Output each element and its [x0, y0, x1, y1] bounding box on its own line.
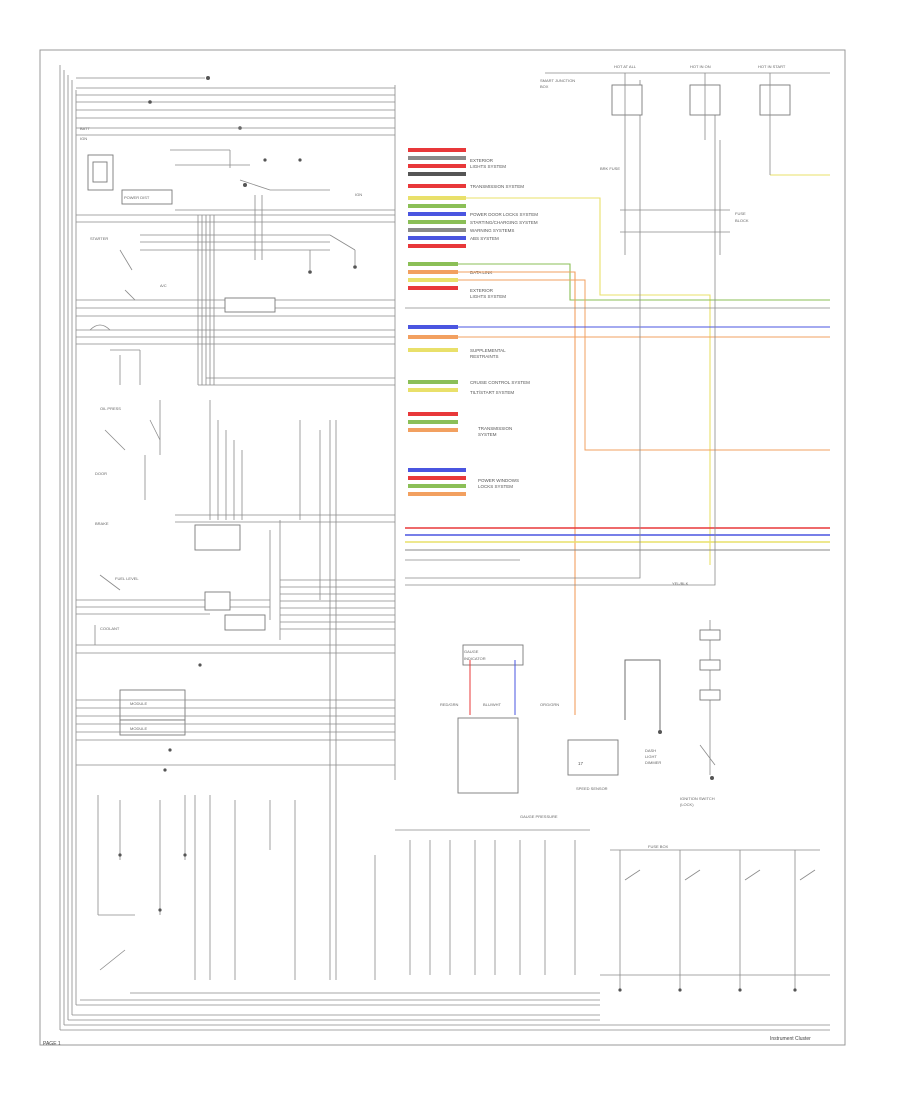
top-left-feeds [76, 76, 395, 136]
svg-text:FUEL LEVEL: FUEL LEVEL [115, 576, 139, 581]
svg-text:FUSE: FUSE [735, 211, 746, 216]
svg-text:POWER WINDOWS: POWER WINDOWS [478, 478, 519, 483]
svg-text:SMART JUNCTION: SMART JUNCTION [540, 78, 575, 83]
svg-text:BOX: BOX [540, 84, 549, 89]
svg-text:A/C: A/C [160, 283, 167, 288]
svg-text:GAUGE PRESSURE: GAUGE PRESSURE [520, 814, 558, 819]
bottom-fuse-box: FUSE BOX [600, 844, 830, 992]
svg-text:RESTRAINTS: RESTRAINTS [470, 354, 499, 359]
svg-text:IGN: IGN [80, 136, 87, 141]
svg-text:TRANSMISSION: TRANSMISSION [478, 426, 512, 431]
svg-text:LOCKS SYSTEM: LOCKS SYSTEM [478, 484, 513, 489]
svg-text:BRAKE: BRAKE [95, 521, 109, 526]
svg-text:TILT/START SYSTEM: TILT/START SYSTEM [470, 390, 514, 395]
svg-text:17: 17 [578, 761, 584, 766]
svg-text:LIGHTS SYSTEM: LIGHTS SYSTEM [470, 164, 506, 169]
svg-text:(LOCK): (LOCK) [680, 802, 694, 807]
svg-text:CRUISE CONTROL SYSTEM: CRUISE CONTROL SYSTEM [470, 380, 530, 385]
svg-text:YEL/BLK: YEL/BLK [672, 581, 689, 586]
lower-module: MODULE MODULE [76, 663, 395, 772]
svg-text:OIL PRESS: OIL PRESS [100, 406, 121, 411]
svg-text:INDICATOR: INDICATOR [464, 656, 486, 661]
svg-text:POWER DIST: POWER DIST [124, 195, 150, 200]
svg-text:RED/GRN: RED/GRN [440, 702, 459, 707]
svg-text:IGN: IGN [355, 192, 362, 197]
svg-text:IGNITION SWITCH: IGNITION SWITCH [680, 796, 715, 801]
svg-text:POWER DOOR LOCKS SYSTEM: POWER DOOR LOCKS SYSTEM [470, 212, 538, 217]
footer-left-label: PAGE 1 [43, 1041, 61, 1047]
svg-text:COOLANT: COOLANT [100, 626, 120, 631]
diagram-frame [39, 49, 846, 1046]
relay-area: IGN [76, 149, 395, 260]
footer-right-label: Instrument Cluster [770, 1036, 811, 1042]
svg-text:BLOCK: BLOCK [735, 218, 749, 223]
svg-text:FUSE BOX: FUSE BOX [648, 844, 669, 849]
svg-text:MODULE: MODULE [130, 701, 147, 706]
ignition-area: IGNITION SWITCH (LOCK) YEL/BLK [672, 581, 721, 807]
svg-text:SUPPLEMENTAL: SUPPLEMENTAL [470, 348, 506, 353]
svg-text:HOT AT ALL: HOT AT ALL [614, 64, 637, 69]
top-right-power: SMART JUNCTION BOX HOT AT ALL HOT IN ON … [540, 64, 830, 255]
bottom-center-grid: GAUGE PRESSURE [395, 814, 590, 975]
svg-text:GAUGE: GAUGE [464, 649, 479, 654]
svg-text:BRK FUSE: BRK FUSE [600, 166, 620, 171]
fuse-module: POWER DIST BATT IGN [80, 126, 173, 205]
dimmer-switch: DASH LIGHT DIMMER [624, 659, 662, 765]
svg-text:BATT: BATT [80, 126, 90, 131]
speed-sensor: 17 SPEED SENSOR [567, 739, 619, 791]
long-colored-wires [405, 80, 830, 715]
bottom-bus [60, 992, 830, 1031]
svg-text:TRANSMISSION SYSTEM: TRANSMISSION SYSTEM [470, 184, 524, 189]
svg-text:LIGHTS SYSTEM: LIGHTS SYSTEM [470, 294, 506, 299]
svg-text:BLU/WHT: BLU/WHT [483, 702, 502, 707]
svg-text:STARTING/CHARGING SYSTEM: STARTING/CHARGING SYSTEM [470, 220, 538, 225]
svg-text:SPEED SENSOR: SPEED SENSOR [576, 786, 608, 791]
svg-text:DASH: DASH [645, 748, 656, 753]
svg-text:WARNING SYSTEMS: WARNING SYSTEMS [470, 228, 514, 233]
left-bus [59, 65, 77, 1030]
svg-text:HOT IN START: HOT IN START [758, 64, 786, 69]
svg-text:ABS SYSTEM: ABS SYSTEM [470, 236, 499, 241]
svg-text:MODULE: MODULE [130, 726, 147, 731]
mid-left-switches: STARTER A/C [76, 236, 395, 385]
colored-connector-rows: EXTERIOR LIGHTS SYSTEM TRANSMISSION SYST… [408, 148, 538, 496]
svg-text:LIGHT: LIGHT [645, 754, 657, 759]
svg-text:DOOR: DOOR [95, 471, 107, 476]
gauge-indicator: GAUGE INDICATOR RED/GRN BLU/WHT ORG/GRN [440, 644, 559, 794]
fuel-section: FUEL LEVEL COOLANT [76, 574, 395, 654]
bottom-left-drops [97, 795, 376, 980]
svg-text:EXTERIOR: EXTERIOR [470, 158, 494, 163]
svg-text:DIMMER: DIMMER [645, 760, 661, 765]
svg-text:ORG/GRN: ORG/GRN [540, 702, 559, 707]
svg-text:STARTER: STARTER [90, 236, 108, 241]
svg-text:SYSTEM: SYSTEM [478, 432, 497, 437]
svg-text:HOT IN ON: HOT IN ON [690, 64, 711, 69]
svg-text:EXTERIOR: EXTERIOR [470, 288, 494, 293]
